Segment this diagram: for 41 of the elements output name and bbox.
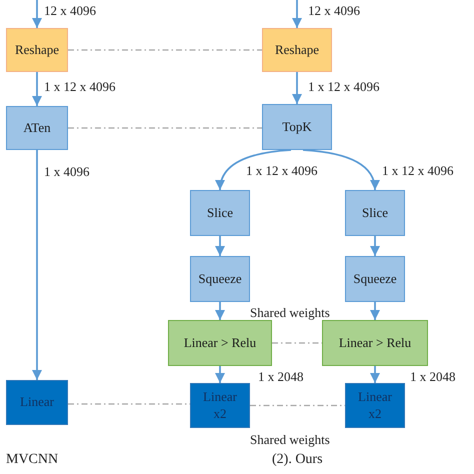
arrow [292,0,302,28]
caption: (2). Ours [272,452,323,468]
dash-dot-line [68,127,262,129]
process-box: Squeeze [190,256,250,302]
edge-label: 1 x 4096 [44,165,90,178]
edge-label: 1 x 12 x 4096 [44,80,116,93]
arrow [370,236,380,256]
arrow [32,72,42,106]
process-box: ATen [6,106,68,150]
process-box: Slice [345,190,405,236]
process-box: Reshape [262,28,332,72]
arrow [370,366,380,383]
process-box: Squeeze [345,256,405,302]
process-box: Linear x2 [190,383,250,428]
edge-label: Shared weights [250,306,330,319]
process-box: Linear > Relu [168,320,272,366]
process-box: Linear > Relu [322,320,428,366]
arrow [215,366,225,383]
edge-label: 1 x 12 x 4096 [246,164,318,177]
arrow [302,149,380,190]
edge-label: 1 x 12 x 4096 [308,80,380,93]
arrow [215,302,225,320]
process-box: Linear x2 [345,383,405,428]
arrow [292,72,302,104]
edge-label: Shared weights [250,433,330,446]
arrow [32,150,42,380]
arrow [370,302,380,320]
process-box: Linear [6,380,68,425]
edge-label: 1 x 2048 [410,370,456,383]
edge-label: 12 x 4096 [44,4,96,17]
arrow [32,0,42,28]
process-box: Slice [190,190,250,236]
dash-dot-line [68,49,262,51]
arrow [216,149,292,190]
arrow [215,236,225,256]
caption: MVCNN [6,452,58,468]
edge-label: 12 x 4096 [308,4,360,17]
edge-label: 1 x 12 x 4096 [382,164,454,177]
process-box: TopK [262,104,332,150]
process-box: Reshape [6,28,68,72]
edge-label: 1 x 2048 [258,370,304,383]
